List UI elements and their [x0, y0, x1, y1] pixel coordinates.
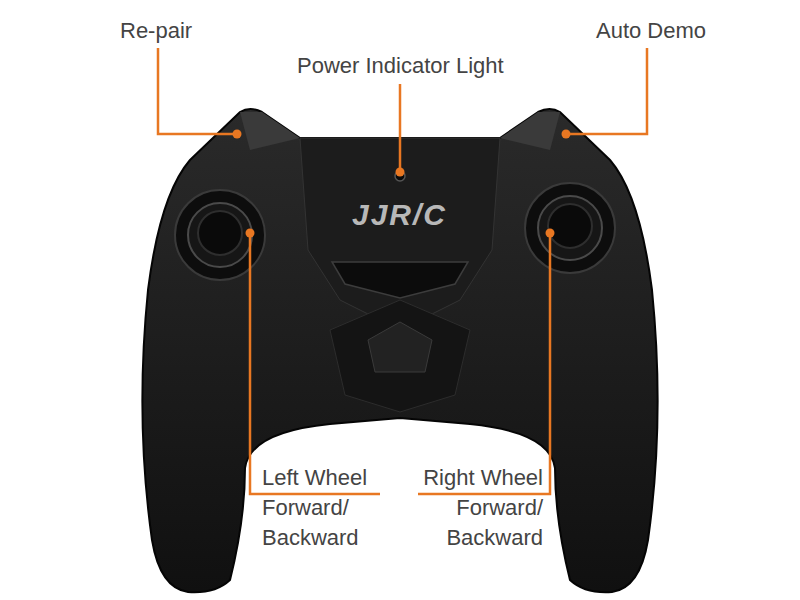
lower-panel — [330, 300, 470, 412]
center-gem — [368, 322, 432, 372]
left-joystick — [175, 190, 265, 280]
right-joystick — [525, 183, 615, 273]
leader-lines — [158, 48, 647, 494]
left-horn-highlight — [240, 112, 300, 150]
chevron-button — [332, 262, 468, 298]
controller-body — [142, 109, 657, 592]
button-label: Re-pair — [120, 16, 192, 46]
brand-logo: JJR/C — [352, 197, 447, 233]
leader-dots — [233, 130, 571, 238]
joystick-label: Right Wheel Forward/ Backward — [411, 463, 543, 553]
right-horn-highlight — [500, 112, 560, 150]
joystick-label: Left Wheel Forward/ Backward — [262, 463, 387, 553]
indicator-label: Power Indicator Light — [297, 51, 504, 81]
button-label: Auto Demo — [596, 16, 706, 46]
